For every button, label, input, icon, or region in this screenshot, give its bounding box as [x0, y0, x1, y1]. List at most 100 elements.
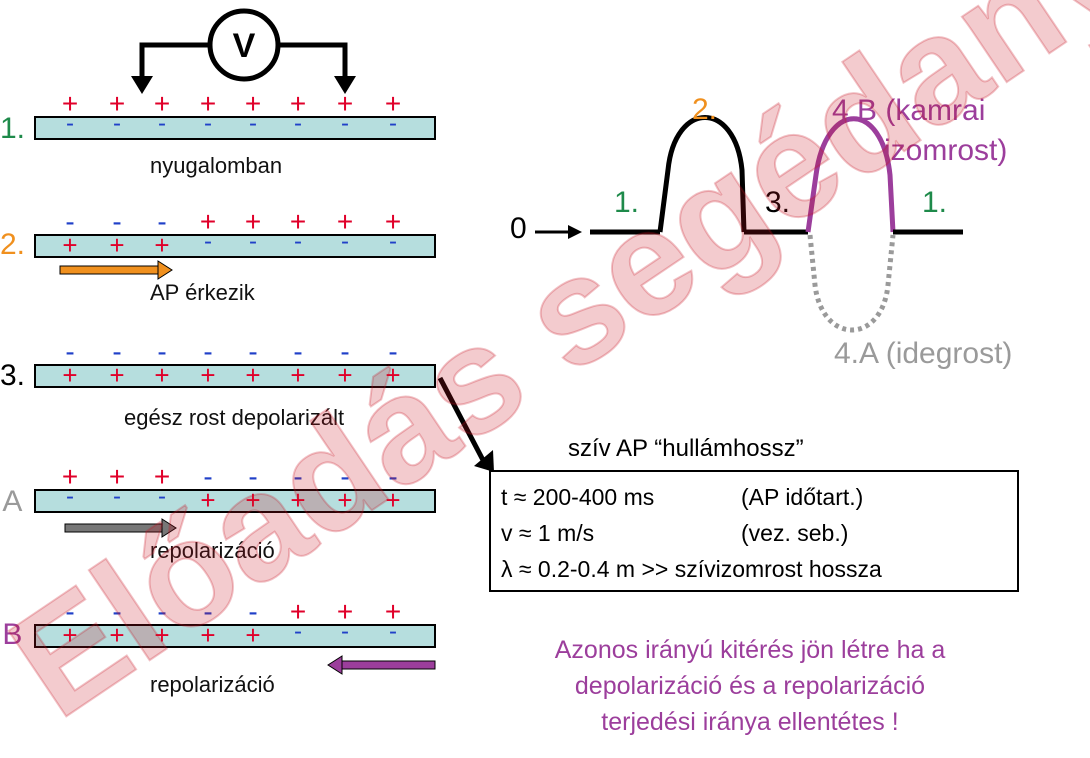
charge-sign-outside: - — [157, 336, 166, 367]
voltmeter-symbol: V — [233, 27, 256, 65]
info-row-wavelength: λ ≈ 0.2-0.4 m >> szívizomrost hossza — [501, 556, 882, 582]
charge-sign-outside: - — [65, 206, 74, 237]
charge-sign-outside: - — [157, 596, 166, 627]
charge-sign-inside: - — [113, 110, 121, 137]
strip-1-number: 1. — [0, 112, 26, 145]
charge-sign-inside: + — [290, 485, 305, 515]
charge-sign-inside: + — [245, 360, 260, 390]
charge-sign-inside: + — [337, 360, 352, 390]
zero-arrowhead — [568, 225, 582, 239]
charge-sign-inside: + — [385, 360, 400, 390]
fiber-membrane — [34, 624, 436, 648]
zero-label: 0 — [510, 212, 527, 245]
charge-sign-inside: - — [341, 110, 349, 137]
charge-sign-outside: - — [248, 336, 257, 367]
ap-4a-curve — [807, 234, 896, 333]
voltmeter-left-lead — [139, 42, 210, 80]
ap-4b-curve — [805, 116, 896, 233]
charge-sign-inside: - — [204, 228, 212, 255]
charge-sign-outside: - — [112, 336, 121, 367]
charge-sign-outside: + — [290, 206, 306, 237]
voltmeter-right-lead — [278, 42, 348, 80]
charge-sign-outside: - — [388, 336, 397, 367]
label-4b-line1: 4.B (kamrai — [832, 94, 986, 127]
fiber-strip-4: +++--------+++++ — [34, 461, 436, 515]
charge-sign-outside: + — [385, 596, 401, 627]
charge-sign-outside: + — [200, 206, 216, 237]
charge-sign-outside: - — [340, 336, 349, 367]
charge-sign-inside: + — [62, 620, 77, 650]
charge-sign-inside: + — [200, 485, 215, 515]
charge-sign-inside: + — [109, 620, 124, 650]
strip-2-caption: AP érkezik — [150, 280, 255, 305]
strip-4a-number: .A — [0, 485, 23, 518]
wavelength-info-box: t ≈ 200-400 ms (AP időtart.) v ≈ 1 m/s (… — [489, 470, 1019, 592]
fiber-strip-1: ++++++++-------- — [34, 88, 436, 140]
charge-sign-outside: + — [337, 206, 353, 237]
charge-sign-inside: + — [109, 360, 124, 390]
charge-sign-outside: - — [203, 336, 212, 367]
charge-sign-outside: - — [112, 206, 121, 237]
charge-sign-outside: + — [62, 88, 78, 119]
fiber-strip-2: ---++++++++----- — [34, 206, 436, 260]
phase-2-label: 2. — [692, 93, 718, 126]
charge-sign-inside: + — [385, 485, 400, 515]
charge-sign-outside: + — [154, 461, 170, 492]
charge-sign-outside: + — [109, 88, 125, 119]
ap-phase2-bump — [657, 115, 747, 233]
charge-sign-inside: - — [204, 110, 212, 137]
fiber-strip-5: -----++++++++--- — [34, 596, 436, 650]
charge-sign-inside: + — [200, 360, 215, 390]
charge-sign-outside: - — [248, 461, 257, 492]
charge-sign-outside: - — [293, 336, 302, 367]
strip-4b-caption: repolarizáció — [150, 672, 275, 697]
info-note-time: (AP időtart.) — [741, 484, 864, 510]
charge-sign-inside: - — [113, 483, 121, 510]
charge-sign-inside: + — [154, 230, 169, 260]
charge-sign-outside: + — [154, 88, 170, 119]
charge-sign-outside: + — [200, 88, 216, 119]
charge-sign-inside: + — [337, 485, 352, 515]
charge-sign-inside: + — [62, 360, 77, 390]
charge-sign-inside: - — [389, 228, 397, 255]
strip-4b-number: .B — [0, 618, 23, 651]
strip-4a-caption: repolarizáció — [150, 538, 275, 563]
charge-sign-inside: + — [290, 360, 305, 390]
charge-sign-outside: - — [203, 596, 212, 627]
phase-1-right-label: 1. — [922, 186, 948, 219]
charge-sign-inside: + — [245, 485, 260, 515]
charge-sign-outside: - — [340, 461, 349, 492]
label-4b-line2: izomrost) — [884, 134, 1008, 167]
strip-3-caption: egész rost depolarizált — [124, 405, 345, 430]
charge-sign-outside: + — [245, 206, 261, 237]
conclusion-line-1: Azonos irányú kitérés jön létre ha a — [554, 636, 946, 664]
charge-sign-inside: - — [294, 110, 302, 137]
propagation-arrow-depolarization — [59, 260, 173, 280]
charge-sign-inside: - — [66, 483, 74, 510]
fiber-membrane — [34, 234, 436, 258]
info-note-velocity: (vez. seb.) — [741, 520, 849, 546]
charge-sign-inside: + — [154, 360, 169, 390]
conclusion-line-2: depolarizáció és a repolarizáció — [574, 672, 926, 700]
charge-sign-outside: - — [65, 336, 74, 367]
fiber-membrane — [34, 364, 436, 388]
strip-3-number: 3. — [0, 359, 26, 392]
charge-sign-outside: - — [293, 461, 302, 492]
charge-sign-inside: - — [341, 228, 349, 255]
strip-2-number: 2. — [0, 228, 26, 261]
charge-sign-outside: - — [157, 206, 166, 237]
charge-sign-inside: + — [154, 620, 169, 650]
charge-sign-outside: - — [248, 596, 257, 627]
phase-3-label: 3. — [765, 186, 791, 219]
voltmeter-right-arrowhead — [334, 76, 356, 94]
charge-sign-outside: - — [65, 596, 74, 627]
charge-sign-outside: + — [109, 461, 125, 492]
conclusion-line-3: terjedési iránya ellentétes ! — [601, 708, 899, 736]
fiber-membrane — [34, 489, 436, 513]
charge-sign-outside: - — [112, 596, 121, 627]
charge-sign-outside: - — [203, 461, 212, 492]
